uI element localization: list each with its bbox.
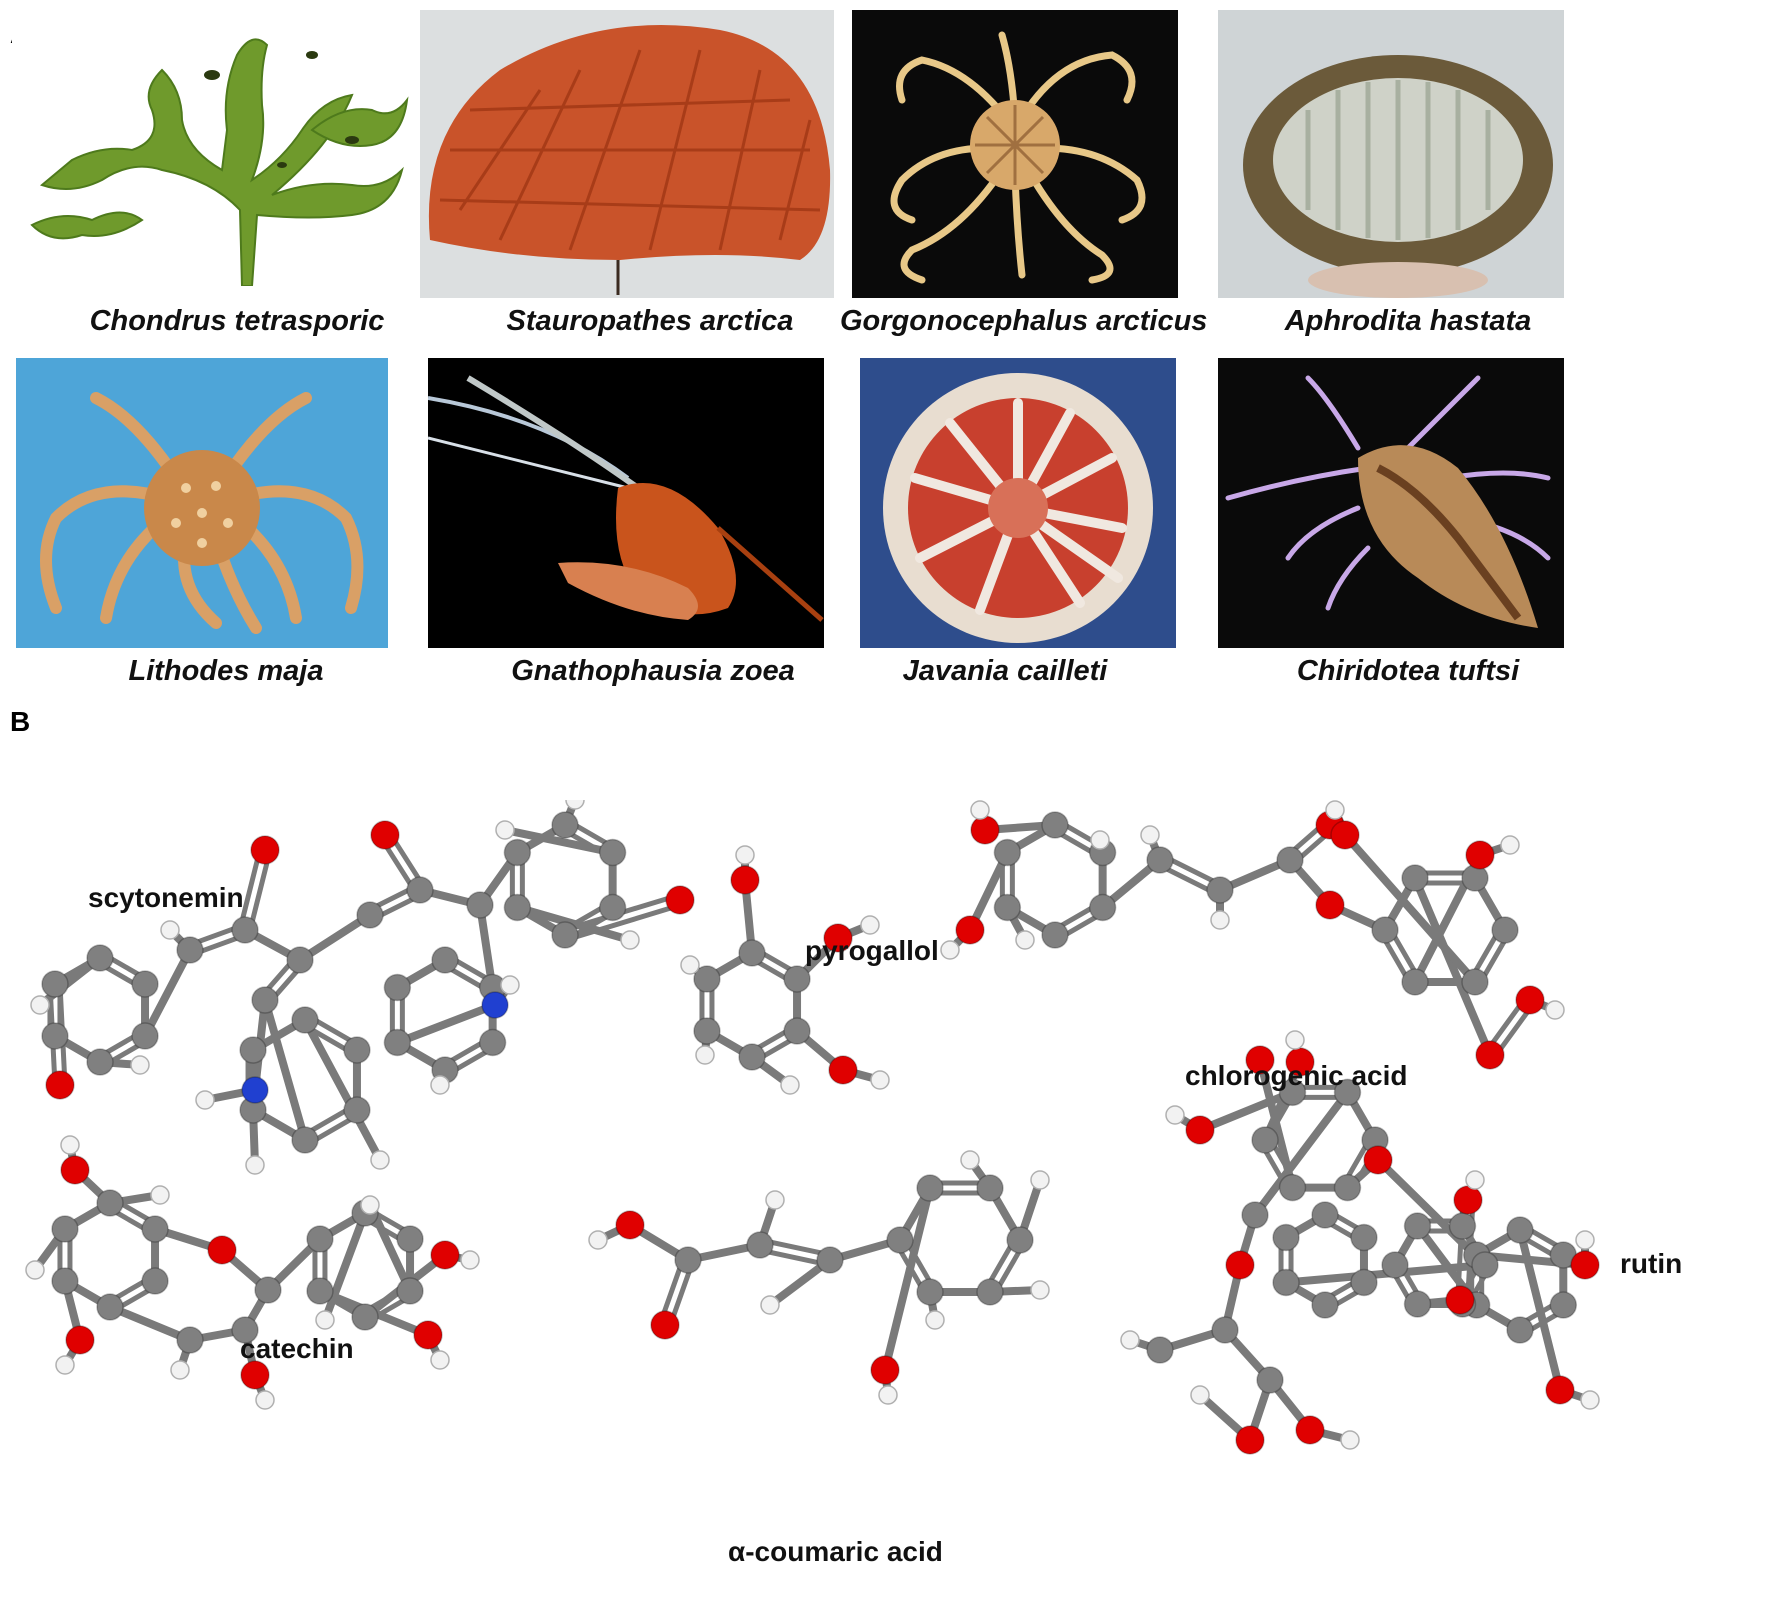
molecule-catechin: [25, 1135, 480, 1410]
caption-species: Stauropathes arctica: [506, 305, 794, 337]
caption-species: Gorgonocephalus arcticus: [840, 305, 1208, 337]
molecule-label-rutin: rutin: [1620, 1248, 1683, 1279]
molecule-chlorogenic-acid: [940, 800, 1565, 1070]
photo-gnathophausia-zoea: [428, 358, 824, 648]
photo-javania-cailleti: [860, 358, 1176, 648]
photo-lithodes-maja: [16, 358, 388, 648]
molecule-rutin: [1120, 1030, 1600, 1455]
photo-aphrodita-hastata: [1218, 10, 1564, 298]
photo-chiridotea-tuftsi: [1218, 358, 1564, 648]
photo-stauropathes-arctica: [420, 10, 834, 298]
photo-gorgonocephalus-arcticus: [852, 10, 1178, 298]
molecule-label-pyrogallol: pyrogallol: [805, 935, 939, 966]
molecule-diagrams: [25, 800, 1600, 1455]
caption-species: Gnathophausia zoea: [511, 655, 795, 687]
molecule-label-alpha-coumaric-acid: α-coumaric acid: [728, 1536, 943, 1567]
molecule-scytonemin: [30, 800, 695, 1175]
molecule-label-scytonemin: scytonemin: [88, 882, 244, 913]
molecule-label-chlorogenic-acid: chlorogenic acid: [1185, 1060, 1408, 1091]
caption-species: Aphrodita hastata: [1284, 305, 1532, 337]
photo-chondrus-tetrasporic: [12, 10, 410, 286]
molecule-pyrogallol: [680, 845, 890, 1095]
panel-b-letter: B: [10, 706, 31, 737]
molecule-label-catechin: catechin: [240, 1333, 354, 1364]
caption-species: Javania cailleti: [902, 655, 1108, 687]
caption-species: Chondrus tetrasporic: [89, 305, 385, 337]
caption-species: Lithodes maja: [128, 655, 324, 687]
molecule-alpha-coumaric-acid: [588, 1150, 1050, 1405]
caption-species: Chiridotea tuftsi: [1296, 655, 1520, 687]
